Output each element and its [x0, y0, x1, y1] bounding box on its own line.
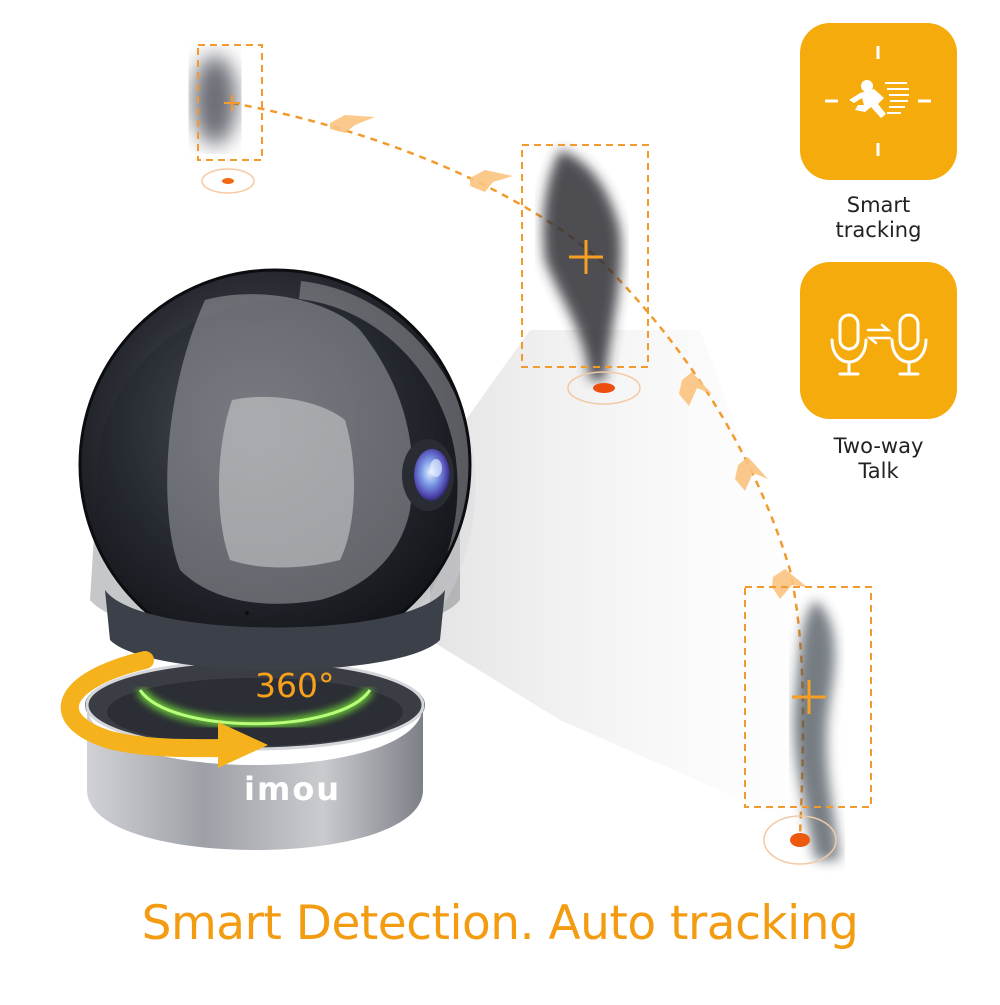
feature-label-two-way-talk: Two-way Talk: [833, 434, 924, 483]
feature-label-smart-tracking: Smart tracking: [835, 193, 922, 242]
feature-tile-two-way-talk: [800, 262, 957, 419]
camera-view-beam: [430, 330, 900, 870]
tracked-person-2: [521, 144, 649, 405]
rotation-arrow-icon: [60, 651, 268, 768]
rotation-degree-label: 360°: [255, 666, 335, 705]
camera-device: [78, 268, 476, 850]
feature-tile-smart-tracking: [800, 23, 957, 180]
two-way-microphone-icon: [830, 313, 928, 376]
headline: Smart Detection. Auto tracking: [141, 896, 859, 951]
camera-lens: [414, 449, 450, 501]
brand-logo: imou: [244, 770, 342, 808]
tracked-person-3: [744, 586, 872, 865]
tracked-person-1: [193, 44, 263, 194]
path-direction-chevrons: [330, 115, 807, 599]
running-person-target-icon: [825, 46, 931, 156]
